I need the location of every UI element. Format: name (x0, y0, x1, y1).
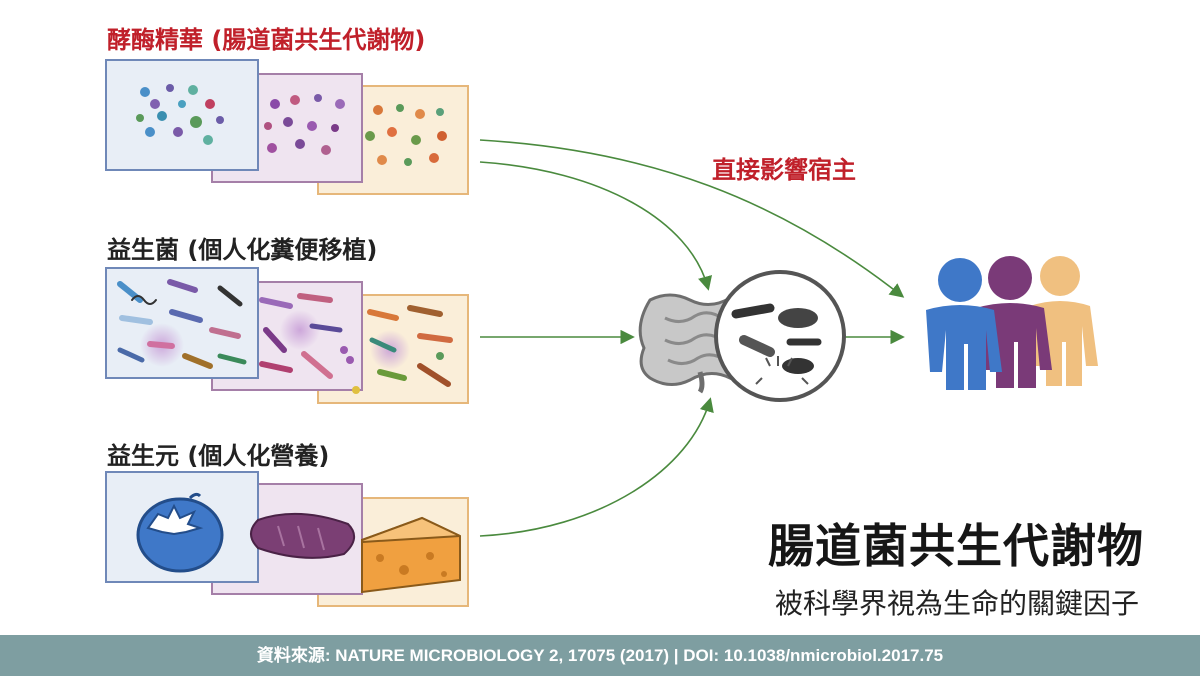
source-footer: 資料來源: NATURE MICROBIOLOGY 2, 17075 (2017… (0, 635, 1200, 676)
prebiotics-label: 益生元 (個人化營養) (107, 442, 330, 470)
metabolite-dots-blue (136, 84, 224, 145)
metabolite-dots-orange (365, 104, 447, 166)
probiotics-panels (105, 267, 469, 404)
cheese-icon (361, 516, 461, 594)
people-icon (926, 256, 1098, 390)
prebiotics-panels (105, 471, 469, 607)
probiotics-label: 益生菌 (個人化糞便移植) (107, 236, 378, 264)
subtitle: 被科學界視為生命的關鍵因子 (775, 587, 1140, 620)
metabolite-dots-purple (264, 94, 345, 155)
main-title: 腸道菌共生代謝物 (768, 519, 1144, 573)
microbiome-diagram (105, 59, 1098, 607)
magnifier-circle (714, 270, 846, 402)
person-blue (926, 258, 1002, 390)
bread-icon (250, 512, 355, 559)
bacteria-blue (117, 279, 247, 369)
bacteria-purple (259, 293, 354, 379)
postbiotics-label: 酵酶精華 (腸道菌共生代謝物) (107, 26, 426, 54)
tomato-icon (136, 492, 224, 573)
bacteria-orange (352, 305, 453, 394)
arrows (479, 139, 905, 537)
postbiotics-panels (105, 59, 469, 195)
direct-effect-label: 直接影響宿主 (712, 156, 856, 184)
